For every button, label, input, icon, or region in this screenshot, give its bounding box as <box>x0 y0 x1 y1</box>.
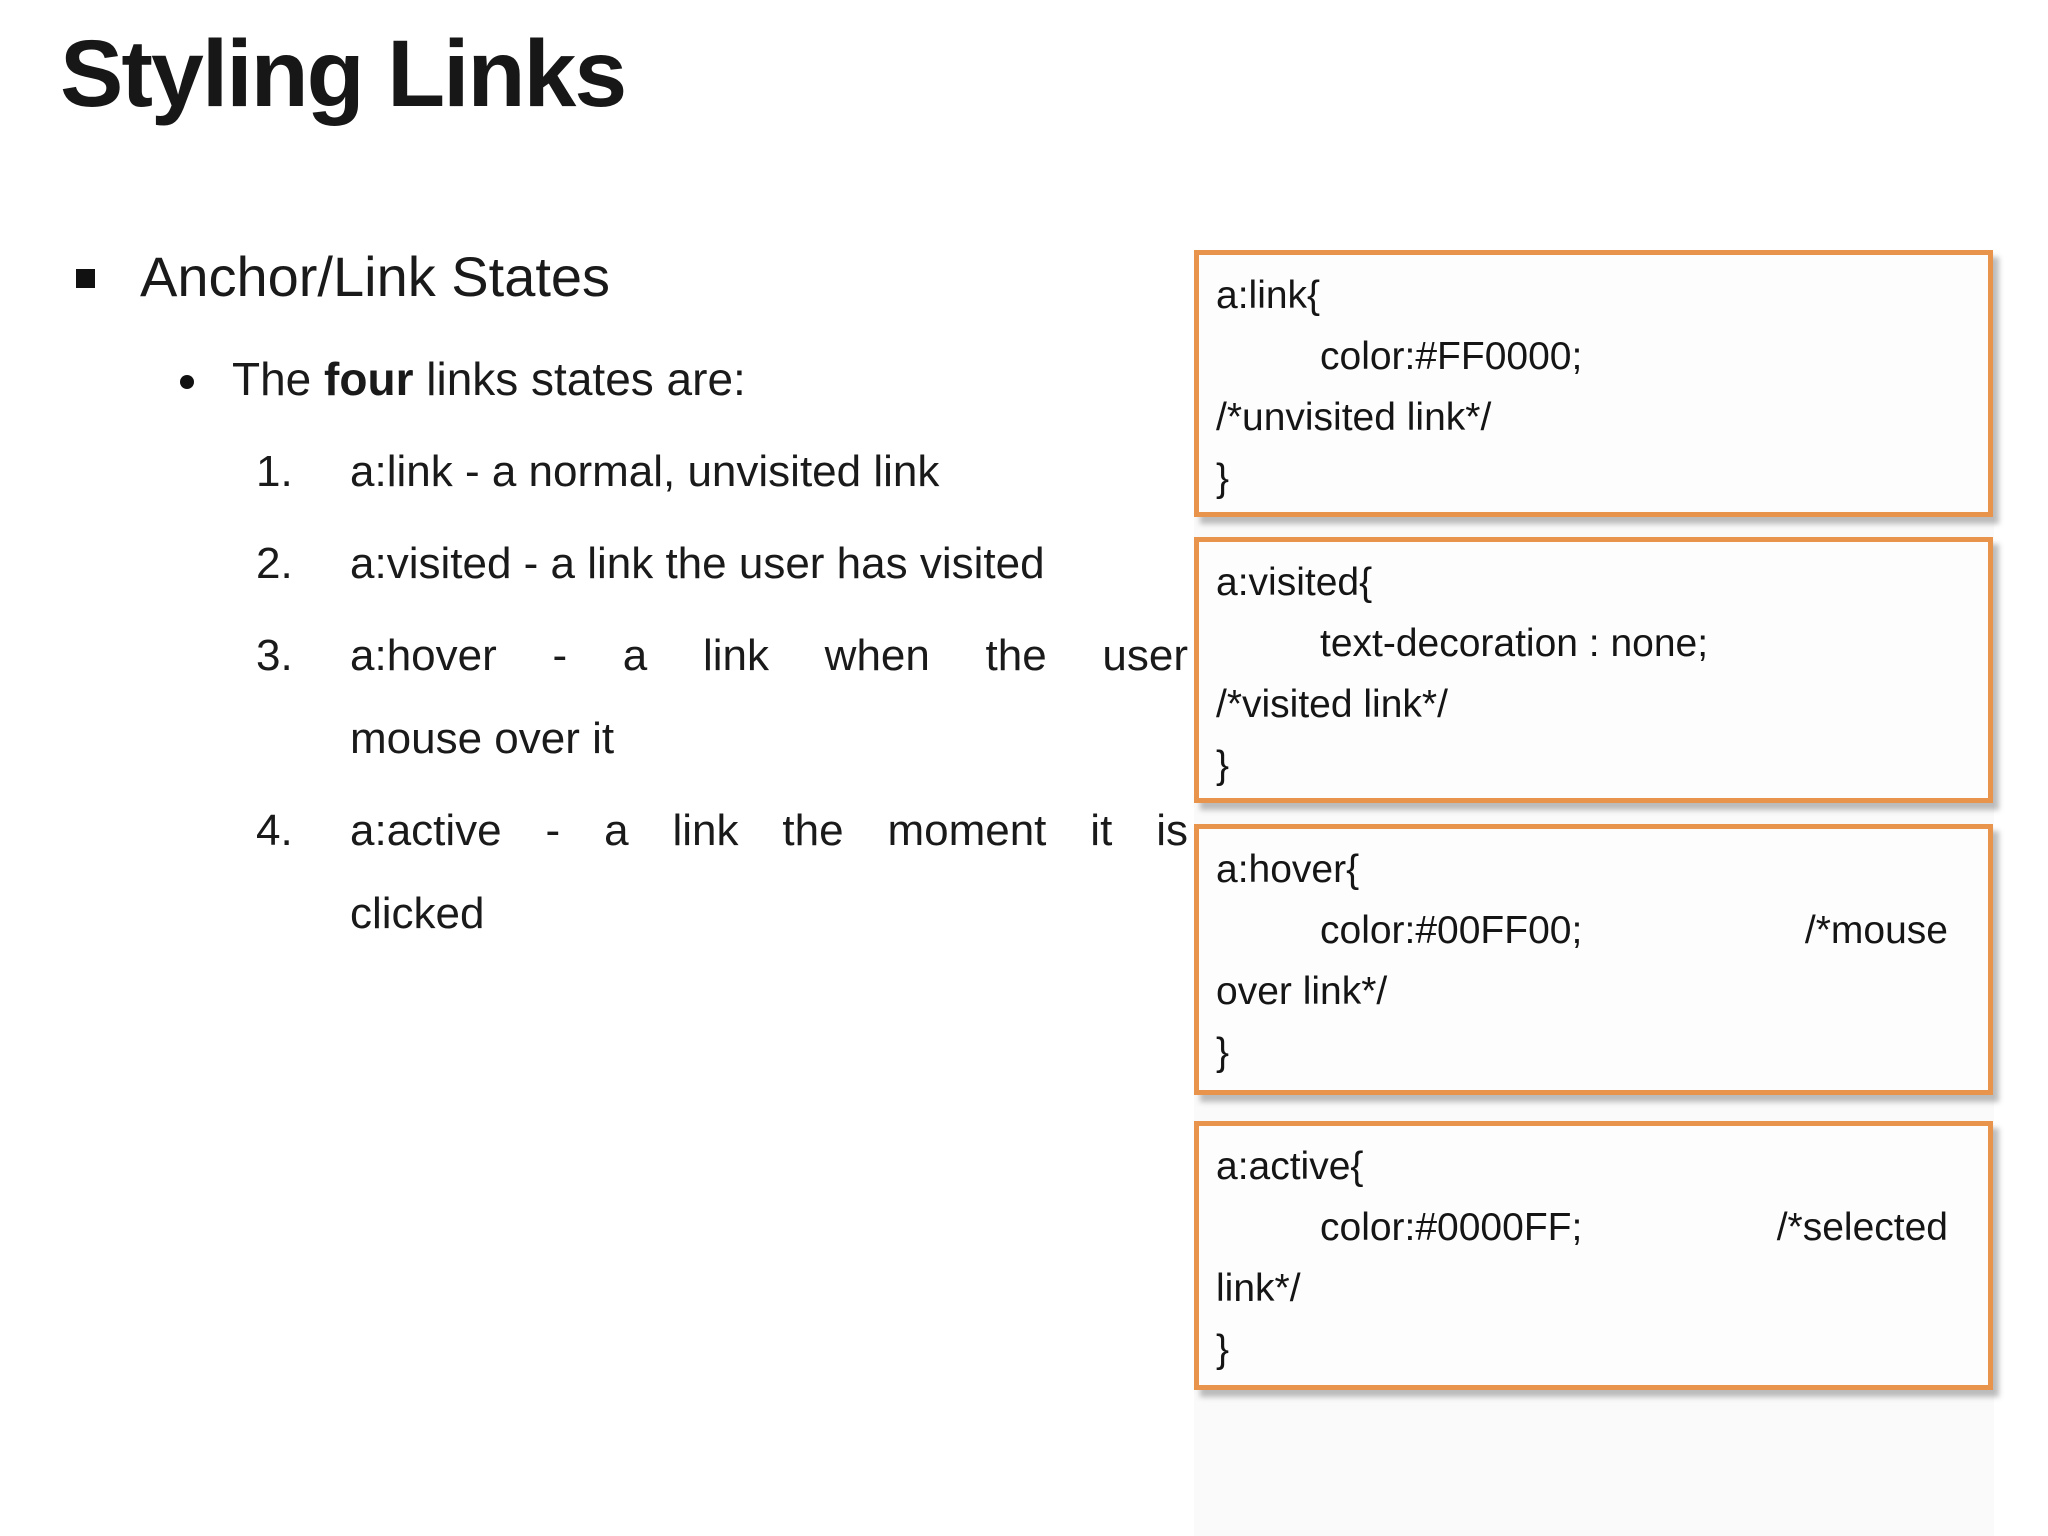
code-line: a:hover{ <box>1216 839 1948 900</box>
code-line: a:visited{ <box>1216 552 1948 613</box>
list-item-text: a:hover - a link when the user mouse over… <box>350 614 1188 780</box>
list-item-line: a:hover - a link when the user <box>350 631 1188 680</box>
list-item-line: a:link - a normal, unvisited link <box>350 447 940 496</box>
list-item-line: mouse over it <box>350 714 615 763</box>
bullet-anchor-link-states: Anchor/Link States <box>76 244 610 309</box>
code-line: text-decoration : none; <box>1216 613 1948 674</box>
bullet-label: Anchor/Link States <box>140 245 611 308</box>
code-box-a-visited-rule: a:visited{ text-decoration : none; /*visit… <box>1194 537 1993 803</box>
code-line: /*unvisited link*/ <box>1216 387 1948 448</box>
code-text: a:active{ <box>1216 1145 1364 1188</box>
code-text: } <box>1216 1031 1230 1074</box>
code-text: a:link{ <box>1216 274 1321 317</box>
code-text: over link*/ <box>1216 970 1388 1013</box>
square-bullet-icon <box>76 269 95 288</box>
list-item-1: 1. a:link - a normal, unvisited link <box>256 430 1188 513</box>
code-line: color:#FF0000; <box>1216 326 1948 387</box>
code-text: link*/ <box>1216 1267 1301 1310</box>
list-item-line: a:visited - a link the user has visited <box>350 539 1045 588</box>
page-title: Styling Links <box>60 21 627 127</box>
list-item-text: a:visited - a link the user has visited <box>350 522 1188 605</box>
code-box-a-hover-rule: a:hover{ color:#00FF00; /*mouse over link*/… <box>1194 824 1993 1095</box>
code-text: } <box>1216 1328 1230 1371</box>
list-item-number: 2. <box>256 539 293 588</box>
list-item-number: 4. <box>256 806 293 855</box>
code-line: color:#00FF00; /*mouse <box>1216 900 1948 961</box>
list-item-number: 3. <box>256 631 293 680</box>
link-states-list: 1. a:link - a normal, unvisited link 2. a:v… <box>256 430 1188 964</box>
sub-bullet-label: The four links states are: <box>232 352 746 406</box>
code-line: link*/ <box>1216 1258 1948 1319</box>
code-text: text-decoration : none; <box>1320 622 1709 665</box>
code-line: } <box>1216 448 1948 509</box>
code-text: /*visited link*/ <box>1216 683 1448 726</box>
code-line: } <box>1216 1319 1948 1380</box>
list-item-text: a:link - a normal, unvisited link <box>350 430 1188 513</box>
code-text: color:#0000FF; <box>1320 1206 1583 1249</box>
list-item-3: 3. a:hover - a link when the user mouse ov… <box>256 614 1188 780</box>
code-line: over link*/ <box>1216 961 1948 1022</box>
code-text: a:visited{ <box>1216 561 1373 604</box>
code-text: color:#FF0000; <box>1320 335 1583 378</box>
code-text: /*unvisited link*/ <box>1216 396 1492 439</box>
dot-bullet-icon <box>180 375 194 389</box>
list-item-text: a:active - a link the moment it is clicke… <box>350 789 1188 955</box>
code-line: /*visited link*/ <box>1216 674 1948 735</box>
code-comment-start: /*selected <box>1776 1206 1948 1249</box>
sub-bullet-four-states: The four links states are: <box>180 352 746 406</box>
list-item-line: clicked <box>350 889 485 938</box>
code-text: a:hover{ <box>1216 848 1360 891</box>
sub-bullet-text-post: links states are: <box>413 353 746 405</box>
code-text: } <box>1216 744 1230 787</box>
code-line: a:active{ <box>1216 1136 1948 1197</box>
code-text: color:#00FF00; <box>1320 909 1583 952</box>
list-item-4: 4. a:active - a link the moment it is clic… <box>256 789 1188 955</box>
list-item-line: a:active - a link the moment it is <box>350 806 1188 855</box>
code-box-a-active-rule: a:active{ color:#0000FF; /*selected link*/} <box>1194 1121 1993 1390</box>
code-comment-start: /*mouse <box>1804 909 1948 952</box>
code-line: a:link{ <box>1216 265 1948 326</box>
list-item-number: 1. <box>256 447 293 496</box>
code-line: color:#0000FF; /*selected <box>1216 1197 1948 1258</box>
code-line: } <box>1216 735 1948 796</box>
code-line: } <box>1216 1022 1948 1083</box>
code-text: } <box>1216 457 1230 500</box>
sub-bullet-text-bold: four <box>324 353 414 405</box>
list-item-2: 2. a:visited - a link the user has visite… <box>256 522 1188 605</box>
code-box-a-link-rule: a:link{ color:#FF0000; /*unvisited link*/} <box>1194 250 1993 517</box>
sub-bullet-text-pre: The <box>232 353 325 405</box>
